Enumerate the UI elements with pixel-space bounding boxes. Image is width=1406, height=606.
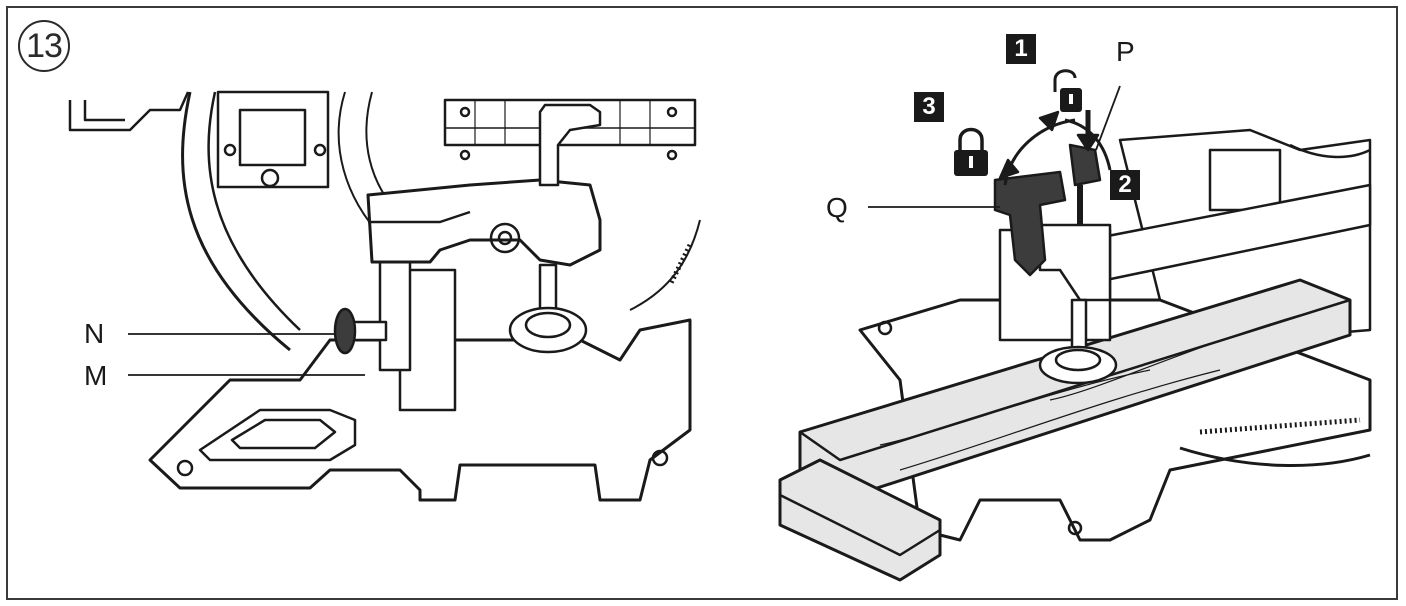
step-badge-1: 1 (1006, 34, 1036, 64)
locked-padlock-icon (954, 127, 988, 176)
step-number-3: 3 (922, 93, 936, 120)
figure-frame (6, 6, 1398, 600)
callout-n: N (84, 318, 105, 349)
left-saw-illustration (68, 90, 701, 502)
step-badge-3: 3 (914, 92, 944, 122)
callout-p: P (1116, 36, 1135, 67)
callout-m: M (84, 360, 108, 391)
step-number-1: 1 (1014, 35, 1028, 62)
right-saw-illustration (778, 110, 1372, 582)
figure-number: 13 (26, 26, 63, 65)
step-badge-2: 2 (1110, 170, 1140, 200)
figure-number-badge: 13 (18, 20, 70, 72)
unlocked-padlock-icon (1053, 69, 1082, 112)
step-number-2: 2 (1118, 171, 1132, 198)
callout-q: Q (826, 192, 848, 223)
leader-line-p (1095, 85, 1121, 151)
